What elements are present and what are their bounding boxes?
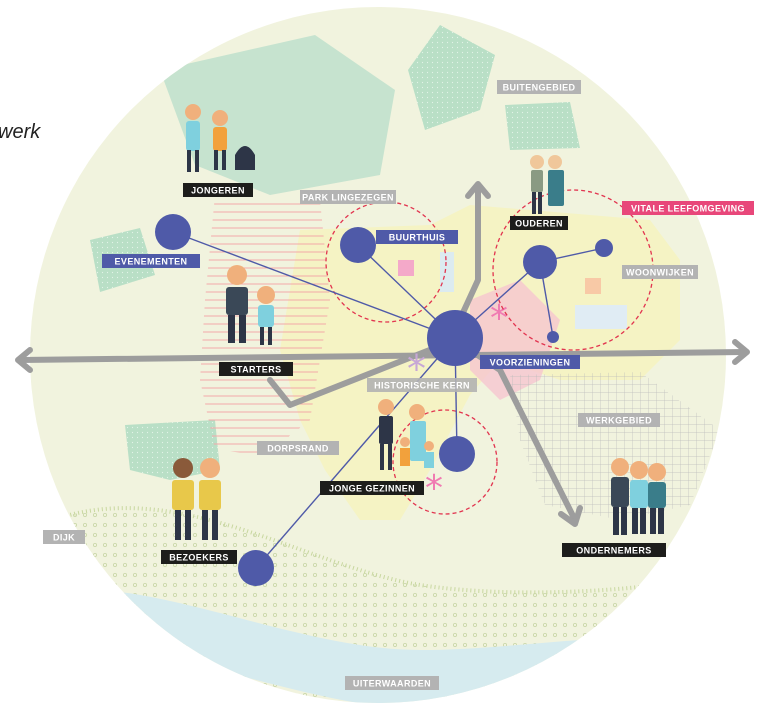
label-park-text: PARK LINGEZEGEN (302, 193, 394, 203)
label-uiterwaarden: UITERWAARDEN (345, 676, 439, 690)
label-vitale: VITALE LEEFOMGEVING (622, 201, 754, 215)
label-woonwijken: WOONWIJKEN (622, 265, 698, 279)
label-evenementen-text: EVENEMENTEN (115, 257, 188, 267)
label-historische-text: HISTORISCHE KERN (374, 381, 470, 391)
dike-line (39, 506, 721, 595)
network-nodes (155, 214, 613, 586)
people-figures (172, 104, 666, 540)
label-ondernemers: ONDERNEMERS (562, 543, 666, 557)
node-jonge-gezinnen (439, 436, 475, 472)
label-werkgebied: WERKGEBIED (578, 413, 660, 427)
node-bezoekers (238, 550, 274, 586)
green-area-southwest (125, 420, 220, 480)
square-marker-pink (398, 260, 414, 276)
node-voorzieningen (427, 310, 483, 366)
green-area-buitengebied (408, 25, 495, 130)
node-ouderen (523, 245, 557, 279)
dashed-circle-gezinnen (392, 409, 498, 515)
label-ouderen: OUDEREN (510, 216, 568, 230)
label-ouderen-text: OUDEREN (515, 219, 563, 229)
label-buurthuis: BUURTHUIS (376, 230, 458, 244)
square-marker-blue (440, 252, 454, 292)
label-evenementen: EVENEMENTEN (102, 254, 200, 268)
main-arrows (15, 181, 750, 527)
label-jongeren-text: JONGEREN (191, 186, 245, 196)
east-arrowhead (732, 339, 750, 365)
figure-starters (226, 265, 275, 345)
label-jonge-gezinnen-text: JONGE GEZINNEN (329, 484, 415, 494)
label-starters-text: STARTERS (230, 365, 281, 375)
node-small (547, 331, 559, 343)
figure-ouderen (530, 155, 564, 214)
label-park: PARK LINGEZEGEN (300, 190, 396, 204)
label-voorzieningen-text: VOORZIENINGEN (490, 358, 571, 368)
label-jonge-gezinnen: JONGE GEZINNEN (320, 481, 424, 495)
node-buurthuis (340, 227, 376, 263)
label-buurthuis-text: BUURTHUIS (389, 233, 446, 243)
asterisk-marker: * (425, 468, 443, 509)
figure-jongeren (185, 104, 255, 172)
figure-bezoekers (172, 458, 221, 540)
square-marker-orange (585, 278, 601, 294)
label-jongeren: JONGEREN (183, 183, 253, 197)
figure-ondernemers (611, 458, 666, 535)
node-evenementen (155, 214, 191, 250)
label-ondernemers-text: ONDERNEMERS (576, 546, 651, 556)
label-uiterwaarden-text: UITERWAARDEN (353, 679, 431, 689)
asterisk-marker: * (490, 298, 508, 339)
label-bezoekers-text: BEZOEKERS (169, 553, 229, 563)
link (255, 337, 456, 569)
labels: BUITENGEBIED JONGEREN PARK LINGEZEGEN OU… (43, 80, 754, 690)
southeast-arrowhead (558, 505, 583, 527)
label-buitengebied: BUITENGEBIED (497, 80, 581, 94)
figure-jonge-gezinnen (378, 399, 434, 470)
pink-area (470, 280, 560, 400)
east-west-arrow (17, 349, 748, 363)
werkgebied-grid (510, 372, 720, 520)
west-arrowhead (15, 347, 33, 373)
north-arrowhead (465, 181, 491, 199)
square-marker-light (575, 305, 627, 329)
label-dorpsrand: DORPSRAND (257, 441, 339, 455)
label-historische: HISTORISCHE KERN (367, 378, 477, 392)
title-fragment: werk (0, 121, 41, 143)
green-area-east (505, 102, 580, 150)
label-dijk-text: DIJK (53, 533, 75, 543)
node-woonwijken (595, 239, 613, 257)
label-buitengebied-text: BUITENGEBIED (503, 83, 576, 93)
green-area-north (160, 35, 395, 195)
label-starters: STARTERS (219, 362, 293, 376)
label-bezoekers: BEZOEKERS (161, 550, 237, 564)
label-werkgebied-text: WERKGEBIED (586, 416, 652, 426)
label-dorpsrand-text: DORPSRAND (267, 444, 329, 454)
label-woonwijken-text: WOONWIJKEN (626, 268, 694, 278)
southwest-arrow (267, 337, 458, 408)
label-voorzieningen: VOORZIENINGEN (480, 355, 580, 369)
link (172, 231, 456, 339)
label-vitale-text: VITALE LEEFOMGEVING (631, 204, 745, 214)
label-dijk: DIJK (43, 530, 85, 544)
